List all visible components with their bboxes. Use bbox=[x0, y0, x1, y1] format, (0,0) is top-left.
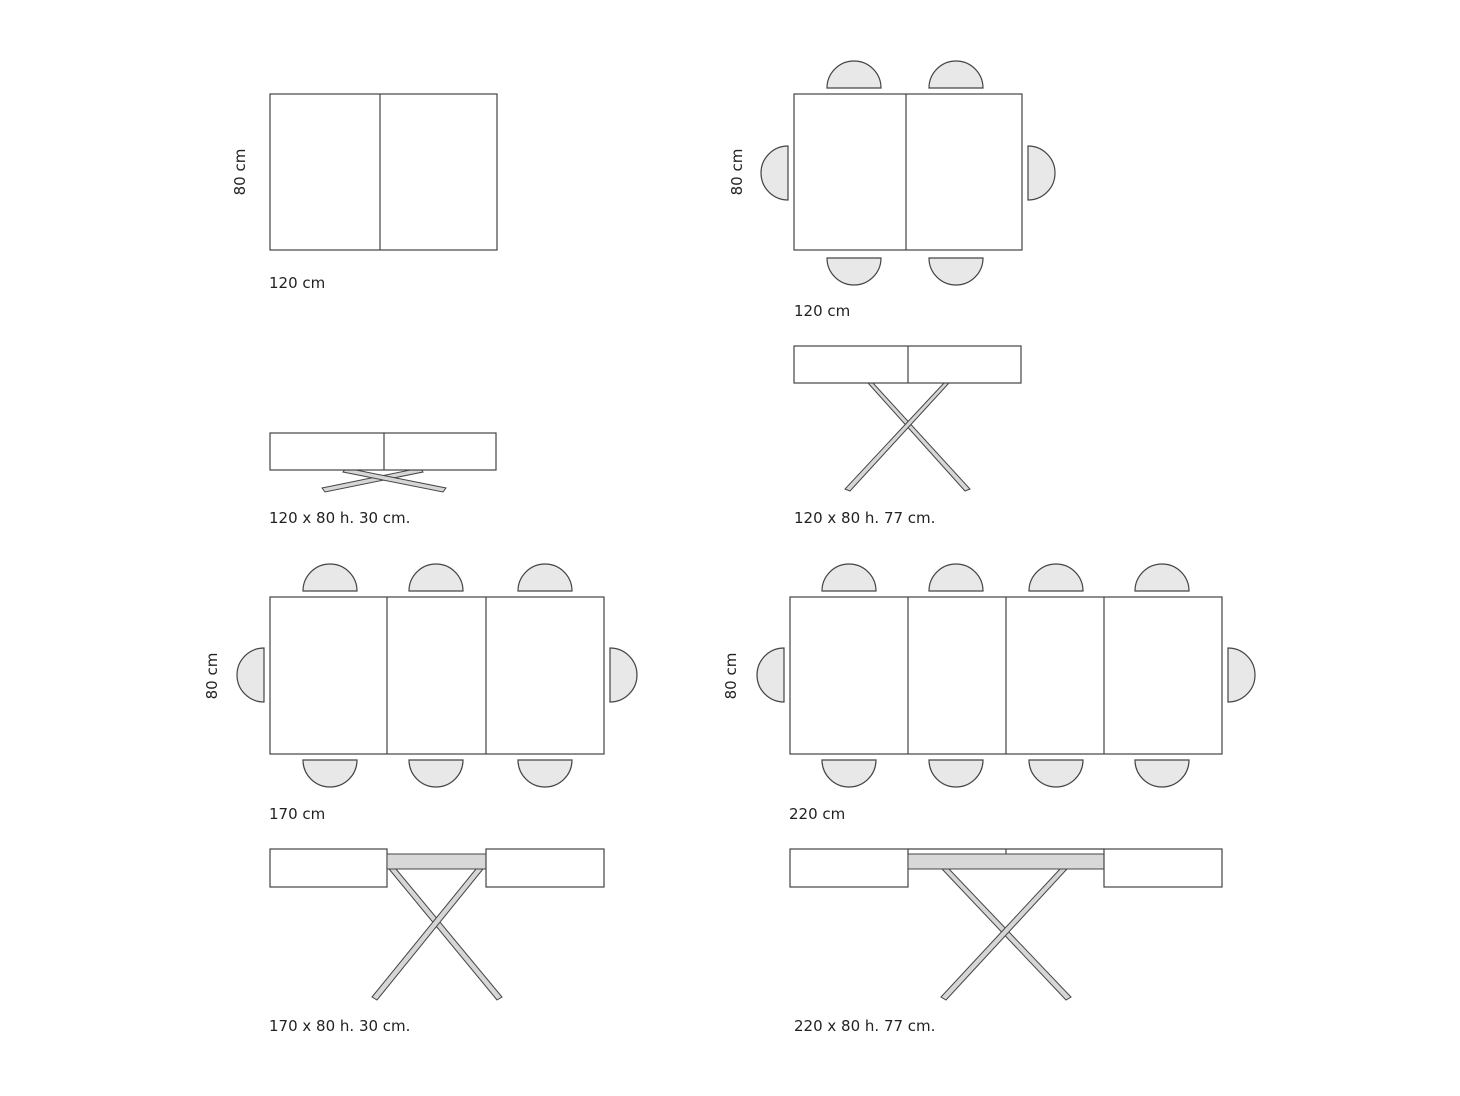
chair-right bbox=[1227, 647, 1256, 703]
ext220-depth-label: 80 cm bbox=[722, 652, 740, 700]
chair-top-1 bbox=[826, 60, 882, 89]
table-top bbox=[793, 93, 1023, 251]
leg-left bbox=[321, 467, 424, 493]
extended-170-top-view bbox=[236, 563, 638, 788]
closed-table-top-view bbox=[269, 93, 498, 251]
closed-width-label: 120 cm bbox=[269, 274, 326, 292]
chair-left bbox=[236, 647, 265, 703]
chair-top-4 bbox=[1134, 563, 1190, 592]
chair-bottom-2 bbox=[408, 759, 464, 788]
closed-seat-depth-label: 80 cm bbox=[728, 148, 746, 196]
table-end-left bbox=[269, 848, 388, 888]
extension-leaf bbox=[386, 853, 487, 870]
chair-top-2 bbox=[408, 563, 464, 592]
chair-bottom-4 bbox=[1134, 759, 1190, 788]
chair-bottom-2 bbox=[928, 759, 984, 788]
table-top bbox=[269, 93, 498, 251]
chair-top-1 bbox=[302, 563, 358, 592]
closed-table-with-chairs bbox=[760, 60, 1056, 286]
low-closed-side-view bbox=[269, 432, 497, 493]
chair-bottom-3 bbox=[517, 759, 573, 788]
chair-top-1 bbox=[821, 563, 877, 592]
chair-bottom-1 bbox=[302, 759, 358, 788]
low-ext170-caption: 170 x 80 h. 30 cm. bbox=[269, 1017, 411, 1035]
extended-220-side-view bbox=[789, 848, 1223, 1001]
leg-left bbox=[387, 868, 503, 1001]
chair-top-3 bbox=[517, 563, 573, 592]
chair-top-2 bbox=[928, 60, 984, 89]
chair-right bbox=[609, 647, 638, 703]
extended-170-side-view bbox=[269, 848, 605, 1001]
extended-220-top-view bbox=[756, 563, 1256, 788]
table-top-side bbox=[269, 432, 497, 471]
table-end-left bbox=[789, 848, 909, 888]
table-end-right bbox=[485, 848, 605, 888]
ext170-width-label: 170 cm bbox=[269, 805, 326, 823]
chair-bottom-1 bbox=[821, 759, 877, 788]
chair-top-2 bbox=[928, 563, 984, 592]
chair-left bbox=[756, 647, 785, 703]
leg-right bbox=[844, 382, 951, 492]
leg-right bbox=[371, 868, 485, 1001]
leg-left bbox=[866, 382, 971, 492]
extension-leaves bbox=[907, 853, 1105, 870]
closed-depth-label: 80 cm bbox=[231, 148, 249, 196]
table-end-right bbox=[1103, 848, 1223, 888]
chair-bottom-1 bbox=[826, 257, 882, 286]
ext170-depth-label: 80 cm bbox=[203, 652, 221, 700]
closed-seat-width-label: 120 cm bbox=[794, 302, 851, 320]
table-top bbox=[269, 596, 605, 755]
low-closed-caption: 120 x 80 h. 30 cm. bbox=[269, 509, 411, 527]
ext220-width-label: 220 cm bbox=[789, 805, 846, 823]
high-closed-side-view bbox=[793, 345, 1022, 492]
high-ext220-caption: 220 x 80 h. 77 cm. bbox=[794, 1017, 936, 1035]
chair-bottom-3 bbox=[1028, 759, 1084, 788]
chair-bottom-2 bbox=[928, 257, 984, 286]
chair-top-3 bbox=[1028, 563, 1084, 592]
high-closed-caption: 120 x 80 h. 77 cm. bbox=[794, 509, 936, 527]
chair-right bbox=[1027, 145, 1056, 201]
chair-left bbox=[760, 145, 789, 201]
leg-right bbox=[342, 467, 447, 493]
